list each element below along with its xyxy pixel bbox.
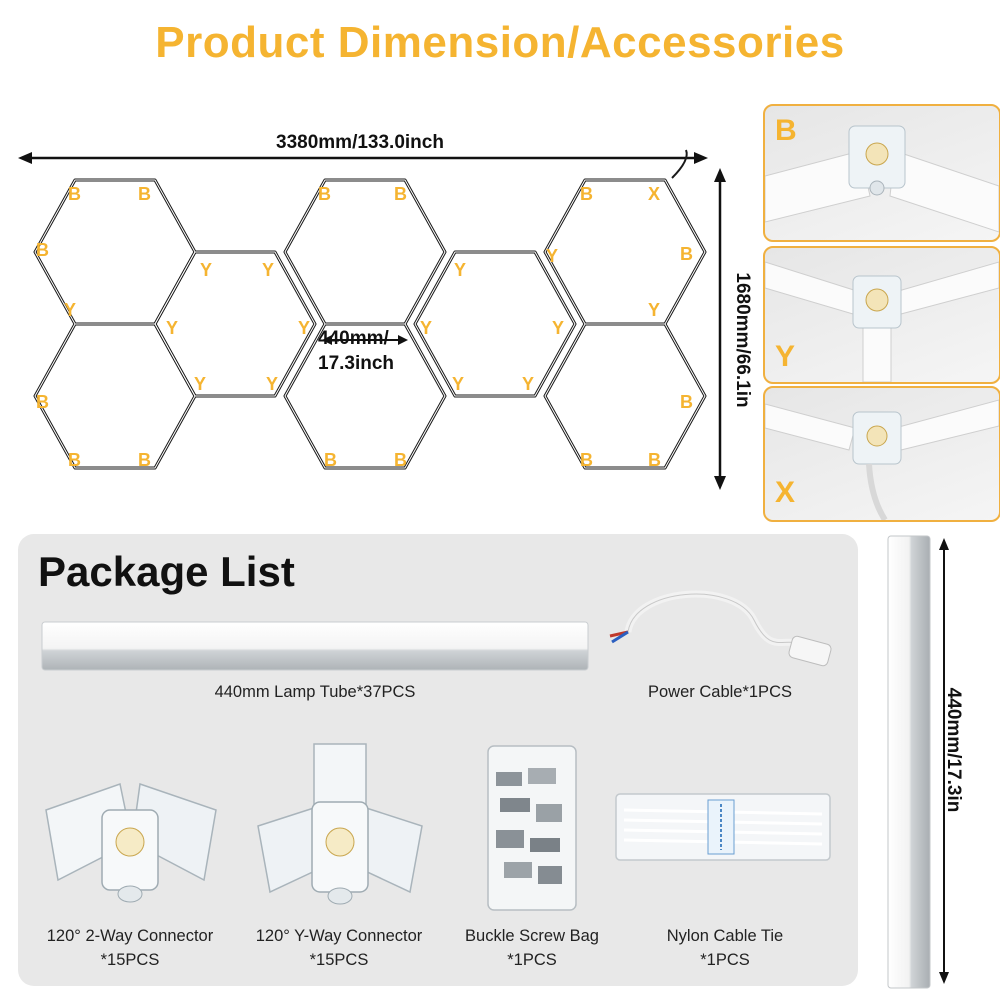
connector-label: Y [64, 300, 76, 320]
hexagon-cell [283, 178, 447, 326]
connector-label: Y [166, 318, 178, 338]
y-way-connector-caption: 120° Y-Way Connector *15PCS [234, 924, 444, 972]
height-dimension-arrow [714, 168, 726, 490]
nylon-cable-tie-qty: *1PCS [700, 951, 750, 969]
connector-label: B [68, 184, 81, 204]
cell-dimension-line1: 440mm/ [318, 328, 389, 349]
connector-label: B [68, 450, 81, 470]
nylon-cable-tie-name: Nylon Cable Tie [666, 927, 784, 945]
tube-length-arrow [939, 538, 949, 984]
connector-label: Y [194, 374, 206, 394]
vertical-lamp-tube-image [887, 535, 931, 989]
lamp-tube-caption: 440mm Lamp Tube*37PCS [214, 683, 416, 701]
two-way-connector-name: 120° 2-Way Connector [46, 927, 214, 945]
connector-b-closeup: B [763, 104, 1000, 242]
connector-label: B [36, 392, 49, 412]
buckle-screw-bag-qty: *1PCS [507, 951, 557, 969]
connector-label: B [580, 184, 593, 204]
connector-label: Y [266, 374, 278, 394]
connector-label: Y [452, 374, 464, 394]
connector-label: B [580, 450, 593, 470]
connector-label: Y [200, 260, 212, 280]
hexagon-cell [33, 178, 197, 326]
width-dimension-arrow [18, 152, 708, 164]
connector-y-closeup: Y [763, 246, 1000, 384]
cell-dimension-line2: 17.3inch [318, 353, 395, 374]
hexagon-cell [153, 250, 317, 398]
buckle-screw-bag-name: Buckle Screw Bag [465, 927, 599, 945]
hexagon-cell [33, 322, 197, 470]
buckle-screw-bag-caption: Buckle Screw Bag *1PCS [440, 924, 624, 972]
tube-length-text: 440mm/17.3in [943, 687, 964, 813]
hexagon-cell [413, 250, 577, 398]
lamp-tube-image [41, 621, 589, 671]
height-dimension-label: 1680mm/66.1in [722, 195, 762, 485]
connector-y-letter: Y [775, 340, 796, 373]
width-dimension-label: 3380mm/133.0inch [276, 132, 444, 153]
connector-label: B [394, 450, 407, 470]
buckle-screw-bag-image [487, 745, 577, 911]
height-dimension-text: 1680mm/66.1in [732, 272, 753, 408]
y-way-connector-name: 120° Y-Way Connector [255, 927, 423, 945]
y-way-connector-qty: *15PCS [309, 951, 369, 969]
connector-x-closeup: X [763, 386, 1000, 522]
connector-x-letter: X [775, 476, 796, 509]
connector-label: B [394, 184, 407, 204]
nylon-cable-tie-image [615, 793, 831, 861]
connector-label: Y [648, 300, 660, 320]
two-way-connector-qty: *15PCS [100, 951, 160, 969]
two-way-connector-image [45, 782, 217, 903]
connector-label: B [138, 450, 151, 470]
tube-length-label: 440mm/17.3in [933, 590, 973, 910]
page-title: Product Dimension/Accessories [155, 18, 845, 67]
connector-label: B [324, 450, 337, 470]
nylon-cable-tie-caption: Nylon Cable Tie *1PCS [630, 924, 820, 972]
connector-label: Y [298, 318, 310, 338]
connector-label: Y [262, 260, 274, 280]
connector-label: B [680, 392, 693, 412]
connector-label: B [680, 244, 693, 264]
y-way-connector-image [257, 743, 423, 905]
package-list-panel [18, 534, 858, 986]
connector-label: X [648, 184, 660, 204]
hexagon-layout-diagram: B B B Y Y Y Y Y B B Y Y Y Y B X B Y B Y … [33, 149, 707, 470]
cell-dimension-label: 440mm/ 17.3inch [318, 326, 428, 376]
power-cable-caption: Power Cable*1PCS [648, 683, 792, 701]
connector-label: Y [420, 318, 432, 338]
connector-label: Y [546, 246, 558, 266]
connector-label: B [648, 450, 661, 470]
connector-label: B [318, 184, 331, 204]
connector-label: Y [552, 318, 564, 338]
connector-label: B [36, 240, 49, 260]
connector-label: Y [522, 374, 534, 394]
power-cable-image [609, 590, 832, 667]
connector-b-letter: B [775, 114, 797, 147]
two-way-connector-caption: 120° 2-Way Connector *15PCS [30, 924, 230, 972]
package-list-title: Package List [38, 548, 295, 595]
connector-label: Y [454, 260, 466, 280]
connector-label: B [138, 184, 151, 204]
